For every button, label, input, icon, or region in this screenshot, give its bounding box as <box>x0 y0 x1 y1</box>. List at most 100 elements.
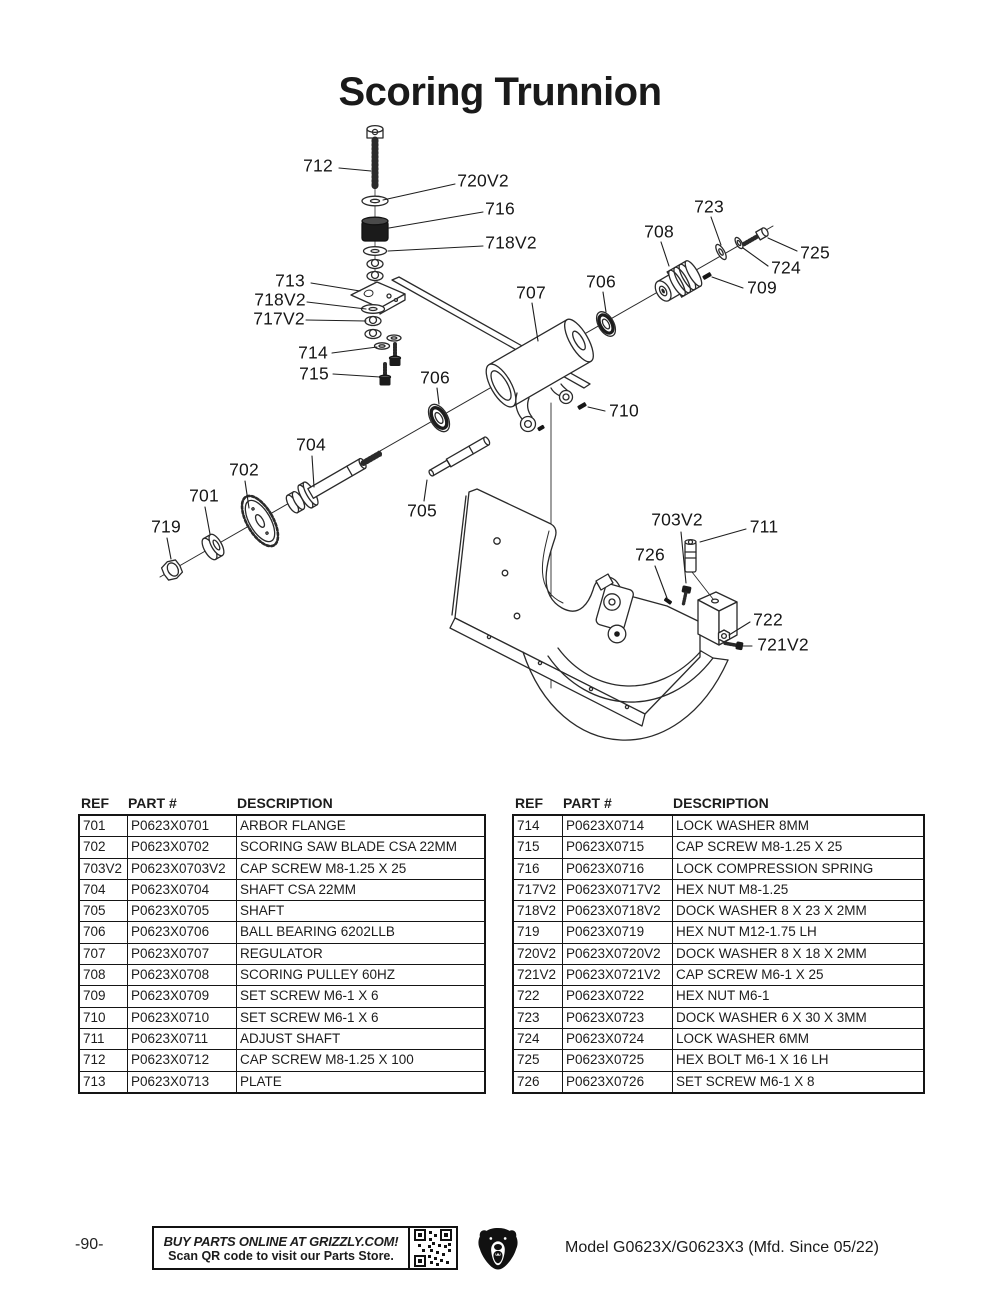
description-cell: SET SCREW M6-1 X 8 <box>672 1071 923 1092</box>
part-number-cell: P0623X0719 <box>562 922 672 943</box>
description-cell: CAP SCREW M6-1 X 25 <box>672 965 923 986</box>
part-726-set-screw <box>663 597 673 605</box>
description-cell: HEX BOLT M6-1 X 16 LH <box>672 1050 923 1071</box>
callout-715: 715 <box>299 363 329 384</box>
ref-cell: 714 <box>517 818 540 833</box>
leader-line-725 <box>767 237 798 252</box>
cap-screw-small <box>388 342 402 366</box>
ref-cell: 705 <box>83 903 106 919</box>
callout-702: 702 <box>229 459 259 480</box>
ref-cell: 716 <box>517 860 540 876</box>
leader-line-705 <box>423 479 428 502</box>
part-number-cell: P0623X0702 <box>127 837 236 858</box>
part-712-cap-screw <box>366 124 384 190</box>
leader-line-715 <box>332 373 381 378</box>
trunnion-mount-block <box>697 591 738 646</box>
column-header: DESCRIPTION <box>237 795 333 811</box>
leader-line-726 <box>654 565 668 599</box>
ref-cell: 713 <box>83 1073 106 1089</box>
part-number-cell: P0623X0704 <box>127 879 236 901</box>
callout-709: 709 <box>747 277 777 298</box>
description-cell: DOCK WASHER 6 X 30 X 3MM <box>672 1007 923 1028</box>
part-719-hex-nut <box>160 559 184 581</box>
callout-718v2-upper: 718V2 <box>485 232 537 253</box>
column-header: REF <box>515 795 543 811</box>
part-711-adjust-shaft <box>684 538 714 600</box>
callout-718v2-left: 718V2 <box>254 289 306 310</box>
leader-line-702 <box>244 480 250 509</box>
leader-line-714 <box>331 346 378 354</box>
part-714-lock-washer <box>373 342 391 350</box>
ref-cell: 725 <box>517 1052 540 1068</box>
part-number-cell: P0623X0717V2 <box>562 879 672 901</box>
ref-cell: 711 <box>83 1030 105 1046</box>
ref-cell: 720V2 <box>517 945 557 961</box>
part-723-dock-washer <box>715 243 727 261</box>
description-cell: HEX NUT M8-1.25 <box>672 879 923 901</box>
callout-707: 707 <box>516 282 546 303</box>
part-number-cell: P0623X0713 <box>127 1071 236 1092</box>
lock-washer-small <box>386 334 402 342</box>
leader-line-720v2 <box>382 183 456 201</box>
leader-line-701 <box>204 506 211 535</box>
part-716-lock-compression-spring <box>361 216 389 242</box>
part-724-lock-washer <box>734 236 744 250</box>
column-header: PART # <box>128 795 177 811</box>
ref-cell: 709 <box>83 988 106 1004</box>
hex-nut-small-1 <box>366 258 384 270</box>
callout-706-left: 706 <box>420 367 450 388</box>
part-709-set-screw <box>702 272 712 280</box>
part-725-hex-bolt <box>741 227 769 247</box>
callout-723: 723 <box>694 196 724 217</box>
leader-line-708 <box>660 241 670 267</box>
part-number-cell: P0623X0712 <box>127 1050 236 1071</box>
description-cell: SET SCREW M6-1 X 6 <box>236 1007 484 1028</box>
leader-line-724 <box>742 247 769 267</box>
ref-cell: 715 <box>517 839 540 855</box>
part-number-cell: P0623X0715 <box>562 837 672 858</box>
description-cell: HEX NUT M12-1.75 LH <box>672 922 923 943</box>
part-number-cell: P0623X0709 <box>127 986 236 1007</box>
page-title: Scoring Trunnion <box>338 70 662 114</box>
column-header: PART # <box>563 795 612 811</box>
ref-cell: 721V2 <box>517 967 557 983</box>
description-cell: CAP SCREW M8-1.25 X 25 <box>672 837 923 858</box>
part-number-cell: P0623X0707 <box>127 943 236 965</box>
qr-code-icon <box>414 1229 452 1267</box>
ref-cell: 726 <box>517 1073 540 1089</box>
grizzly-bear-logo-icon <box>478 1227 518 1270</box>
part-number-cell: P0623X0705 <box>127 901 236 922</box>
leader-line-706-right <box>602 291 607 313</box>
part-number-cell: P0623X0716 <box>562 858 672 879</box>
part-710-set-screw <box>577 402 587 410</box>
leader-line-717v2 <box>305 319 367 322</box>
leader-line-713 <box>310 282 361 292</box>
callout-720v2: 720V2 <box>457 170 509 191</box>
leader-line-710 <box>587 406 606 412</box>
buy-parts-text: BUY PARTS ONLINE AT GRIZZLY.COM! Scan QR… <box>154 1228 408 1268</box>
ref-cell: 722 <box>517 988 540 1004</box>
trunnion-casting <box>449 488 729 741</box>
part-702-scoring-saw-blade <box>240 494 280 548</box>
callout-714: 714 <box>298 342 328 363</box>
description-cell: SCORING SAW BLADE CSA 22MM <box>236 837 484 858</box>
leader-line-722 <box>728 621 751 636</box>
exploded-parts-diagram <box>159 124 798 741</box>
